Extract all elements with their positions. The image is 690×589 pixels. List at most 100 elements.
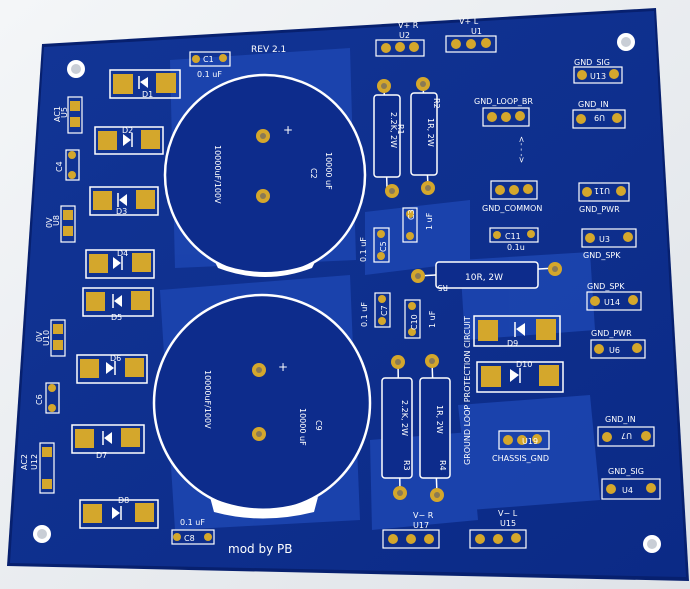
svg-text:2.2K, 2W: 2.2K, 2W (389, 112, 398, 148)
svg-text:R5: R5 (437, 283, 448, 292)
connector-gnd-in-bottom: GND_IN U7 (597, 415, 655, 447)
svg-text:2.2K, 2W: 2.2K, 2W (400, 400, 409, 436)
svg-text:GND_SPK: GND_SPK (587, 282, 625, 291)
svg-text:C10: C10 (410, 314, 419, 330)
svg-text:GND_IN: GND_IN (578, 100, 609, 109)
c8-value: 0.1 uF (180, 518, 205, 527)
svg-text:GND_PWR: GND_PWR (591, 329, 632, 338)
d9-ref: D9 (507, 339, 518, 348)
protection-title: GROUND LOOP PROTECTION CIRCUIT (463, 316, 472, 465)
capacitor-c9: + 10000uF/100V 10000 uF C9 (152, 293, 372, 519)
capacitor-c8: C8 0.1 uF (171, 518, 215, 545)
connector-gnd-sig-top: GND_SIG U13 (573, 58, 623, 84)
svg-text:GND_PWR: GND_PWR (579, 205, 620, 214)
svg-text:C1: C1 (203, 55, 214, 64)
connector-gnd-sig-bottom: GND_SIG U4 (601, 467, 661, 500)
resistor-r3: 2.2K, 2W R3 (381, 355, 413, 500)
svg-text:U6: U6 (609, 346, 620, 355)
svg-text:C3: C3 (407, 209, 416, 220)
svg-text:U4: U4 (622, 486, 633, 495)
diode-d1: D1 (109, 69, 181, 99)
svg-text:GND_COMMON: GND_COMMON (482, 204, 542, 213)
resistor-r5: 10R, 2W R5 (411, 261, 562, 292)
connector-0v-bottom: 0V U10 (35, 319, 66, 357)
c2-plus-marker: + (283, 123, 293, 137)
diode-d3: D3 (89, 186, 159, 216)
svg-text:U15: U15 (500, 519, 516, 528)
svg-text:AC2: AC2 (20, 454, 29, 470)
svg-text:C8: C8 (184, 534, 195, 543)
connector-vplus-l: V+ L U1 (445, 17, 497, 53)
d8-ref: D8 (118, 496, 129, 505)
svg-text:0V: 0V (35, 331, 44, 342)
c9-rating: 10000uF/100V (203, 370, 212, 429)
svg-text:GND_SIG: GND_SIG (574, 58, 610, 67)
diode-d7: D7 (71, 424, 145, 460)
d2-ref: D2 (122, 126, 133, 135)
svg-text:U7: U7 (621, 431, 632, 440)
mounting-holes (33, 33, 661, 553)
svg-text:R2: R2 (432, 98, 441, 109)
d5-ref: D5 (111, 313, 122, 322)
svg-text:0V: 0V (45, 217, 54, 228)
connector-gnd-loop-br: GND_LOOP_BR (474, 97, 533, 127)
connector-gnd-spk-bottom: GND_SPK U14 (586, 282, 642, 311)
c9-ref: C9 (314, 420, 323, 431)
svg-text:U19: U19 (522, 437, 538, 446)
svg-text:R3: R3 (402, 460, 411, 471)
svg-text:U8: U8 (52, 215, 61, 226)
d4-ref: D4 (117, 249, 128, 258)
connector-chassis-gnd: U19 CHASSIS_GND (492, 430, 550, 463)
c2-ref: C2 (309, 168, 318, 179)
c10-value: 1 uF (428, 310, 437, 328)
connector-vminus-l: V− L U15 (469, 509, 527, 549)
svg-text:GND_LOOP_BR: GND_LOOP_BR (474, 97, 533, 106)
svg-text:AC1: AC1 (53, 106, 62, 122)
svg-text:C11: C11 (505, 232, 521, 241)
d7-ref: D7 (96, 451, 107, 460)
diode-d6: D6 (76, 354, 148, 384)
resistor-r1: 2.2K, 2W R1 (373, 79, 405, 198)
capacitor-c11: C11 0.1u (489, 227, 539, 252)
c5-value: 0.1 uF (359, 237, 368, 262)
c2-rating: 10000uF/100V (213, 145, 222, 204)
diode-d9: D9 (473, 315, 561, 348)
capacitor-c10: C10 1 uF (404, 299, 437, 339)
c7-value: 0.1 uF (360, 302, 369, 327)
connector-gnd-pwr-top: U11 GND_PWR (578, 182, 630, 214)
svg-text:GND_SIG: GND_SIG (608, 467, 644, 476)
board-revision: REV 2.1 (251, 45, 286, 55)
c1-value: 0.1 uF (197, 70, 222, 79)
svg-text:U14: U14 (604, 298, 620, 307)
svg-text:R1: R1 (396, 124, 405, 135)
c2-value: 10000 uF (324, 152, 333, 190)
c9-value: 10000 uF (298, 408, 307, 446)
connector-gnd-common: GND_COMMON (482, 180, 542, 213)
d6-ref: D6 (110, 354, 121, 363)
capacitor-c4: C4 (55, 149, 80, 181)
capacitor-c6: C6 (35, 382, 60, 414)
svg-text:U1: U1 (471, 27, 482, 36)
resistor-r2: 1R, 2W R2 (410, 77, 441, 195)
connector-gnd-pwr-bottom: GND_PWR U6 (590, 329, 646, 359)
c11-value: 0.1u (507, 243, 525, 252)
capacitor-c2: + 10000uF/100V 10000 uF C2 (163, 73, 367, 277)
diode-d10: D10 (476, 360, 564, 393)
connector-gnd-spk-top: U3 GND_SPK (581, 228, 637, 260)
svg-text:U9: U9 (594, 113, 605, 122)
board-credit: mod by PB (228, 542, 292, 556)
svg-text:U13: U13 (590, 72, 606, 81)
gnd-loop-arrow: <- - -> (517, 136, 526, 163)
svg-text:R4: R4 (438, 460, 447, 471)
svg-text:1R, 2W: 1R, 2W (435, 405, 444, 434)
capacitor-c3: C3 1 uF (402, 207, 434, 243)
diode-d5: D5 (82, 287, 154, 322)
connector-ac1: AC1 U5 (53, 96, 83, 134)
svg-text:U5: U5 (60, 107, 69, 118)
connector-vminus-r: V− R U17 (382, 511, 440, 549)
svg-text:10R, 2W: 10R, 2W (465, 273, 503, 283)
svg-text:U17: U17 (413, 521, 429, 530)
connector-gnd-in-top: GND_IN U9 (572, 100, 626, 129)
capacitor-c1: C1 0.1 uF (189, 51, 231, 79)
